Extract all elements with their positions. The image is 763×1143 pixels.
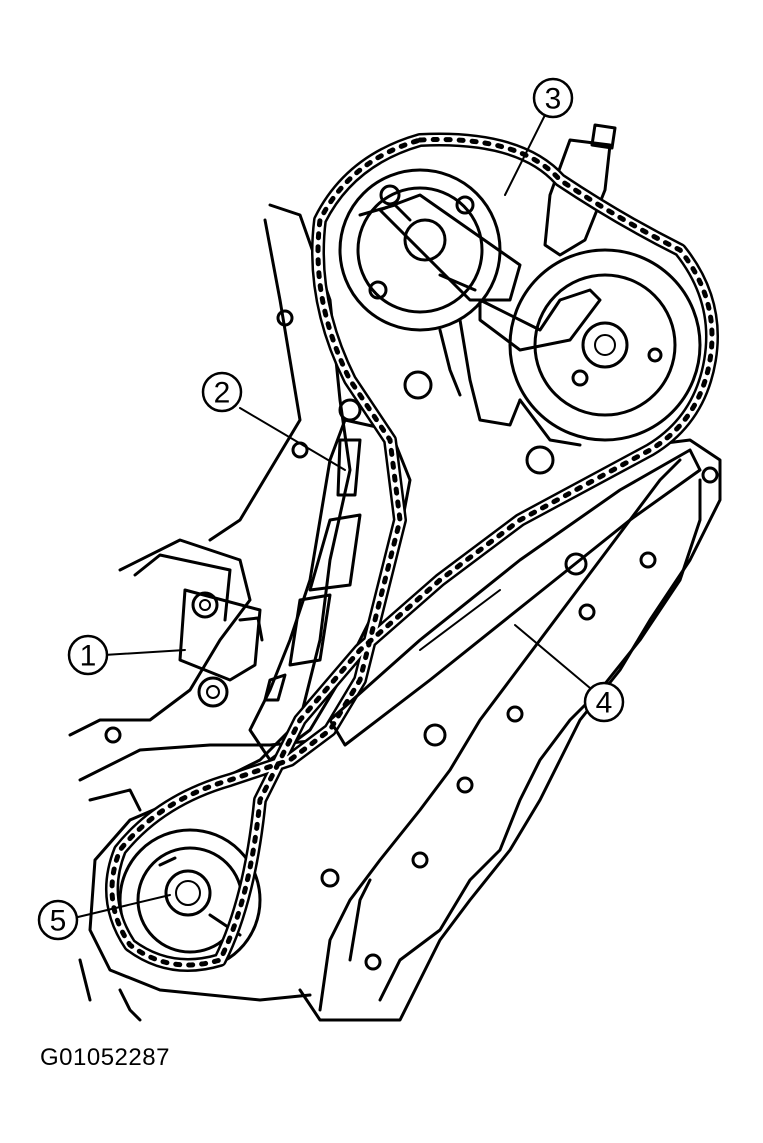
callout-1: 1 (67, 634, 109, 676)
engine-housing (68, 203, 722, 1022)
camshaft-tool-bracket (378, 123, 617, 427)
leader-lines (77, 114, 591, 918)
figure-id: G01052287 (40, 1044, 170, 1071)
callout-5-label: 5 (50, 905, 67, 938)
exhaust-cam-sprocket (508, 248, 702, 447)
callout-3-label: 3 (545, 83, 562, 116)
callout-5: 5 (37, 899, 79, 941)
chain-guide (328, 448, 702, 747)
callout-3: 3 (532, 77, 574, 119)
callout-1-label: 1 (80, 640, 97, 673)
callout-4-label: 4 (596, 687, 613, 720)
chain-tensioner (178, 588, 264, 708)
callout-2-label: 2 (214, 377, 231, 410)
timing-chain (105, 132, 719, 972)
callout-4: 4 (583, 681, 625, 723)
callout-2: 2 (201, 371, 243, 413)
